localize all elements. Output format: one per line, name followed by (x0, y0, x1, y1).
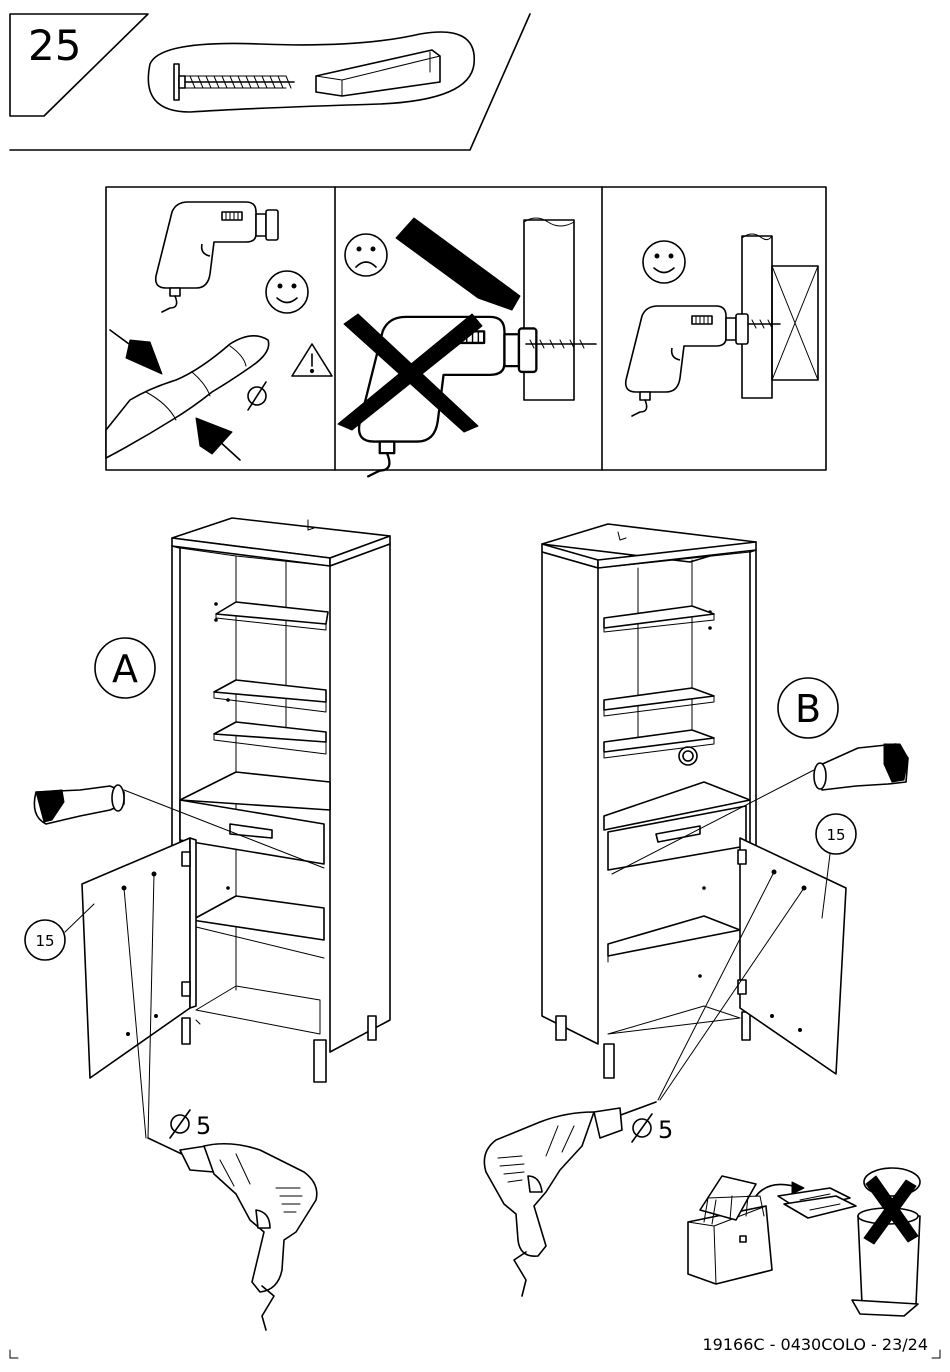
crop-mark (10, 1350, 18, 1358)
power-drill-icon (484, 1102, 656, 1296)
handle-part-icon (316, 50, 440, 96)
trash-can-crossed-icon (852, 1168, 920, 1316)
arrow-icon (396, 218, 520, 310)
crop-mark (932, 1350, 940, 1358)
smiley-icon (266, 271, 308, 313)
tip-panel-right (626, 234, 818, 416)
view-b-label: B (795, 687, 821, 731)
step-header: 25 (10, 14, 530, 150)
drill-icon (156, 202, 278, 312)
document-code: 19166C - 0430COLO - 23/24 (703, 1335, 929, 1354)
screw-icon (174, 64, 294, 100)
part-number-label: 15 (35, 932, 54, 950)
warning-icon (292, 344, 332, 376)
drilling-tips-panels (106, 187, 826, 476)
cabinet-a-illustration: A 15 5 (25, 518, 390, 1330)
drill-diameter-label-b: 5 (658, 1116, 673, 1144)
frowny-icon (345, 234, 387, 276)
diameter-icon (170, 1110, 190, 1138)
hardware-bubble (148, 32, 474, 112)
packaging-disposal-icons (688, 1168, 920, 1316)
drill-icon (626, 306, 748, 416)
drill-diameter-label-a: 5 (196, 1112, 211, 1140)
step-number: 25 (28, 21, 81, 70)
view-a-label: A (112, 647, 138, 691)
diameter-icon (632, 1114, 652, 1142)
tip-panel-drill-bit (106, 202, 332, 460)
diameter-icon (248, 382, 266, 410)
cable-grommet (679, 747, 697, 765)
power-drill-icon (148, 1138, 317, 1330)
tip-panel-wrong (338, 218, 596, 476)
recycle-bin-icon (688, 1176, 804, 1284)
smiley-icon (643, 241, 685, 283)
part-number-label: 15 (826, 826, 845, 844)
cabinet-b-illustration: B 15 5 (484, 524, 908, 1296)
paper-packaging-icon (778, 1188, 856, 1218)
